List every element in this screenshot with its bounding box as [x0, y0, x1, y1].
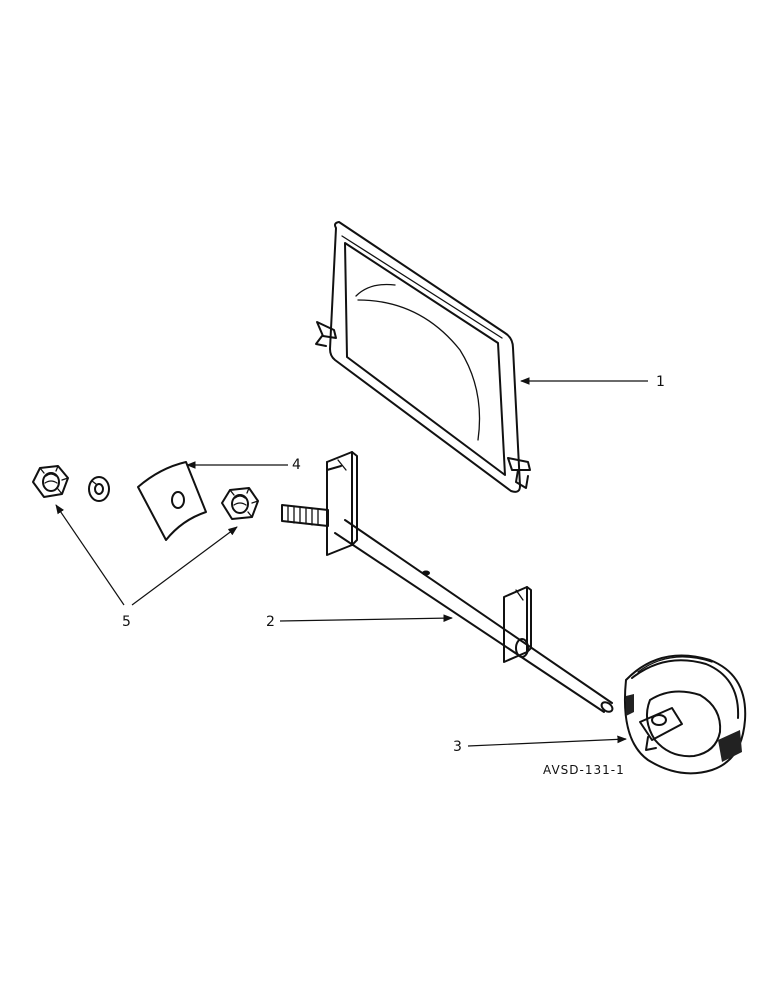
threaded-end: [281, 504, 329, 527]
drawing-code: AVSD-131-1: [543, 763, 625, 777]
spacer-plate: [137, 461, 207, 541]
leader-2: [279, 614, 453, 622]
leader-3: [467, 735, 627, 747]
bracket-right: [503, 586, 532, 663]
leader-5a: [55, 504, 125, 606]
mounting-rod: [281, 451, 614, 713]
bracket-left: [326, 451, 358, 556]
wing-nut-right: [507, 457, 531, 489]
leader-lines: [55, 377, 648, 747]
lock-washer: [88, 476, 110, 502]
wing-nut-left: [315, 321, 337, 347]
hex-nut-right: [221, 487, 259, 520]
leader-5b: [131, 526, 238, 606]
callout-4: 4: [292, 457, 301, 473]
callout-3: 3: [453, 739, 462, 755]
round-mirror: [623, 654, 747, 775]
mirror-clamp: [639, 707, 683, 751]
mirror-frame: [315, 221, 531, 493]
callout-1: 1: [656, 374, 665, 390]
callout-2: 2: [266, 614, 275, 630]
callout-5: 5: [122, 614, 131, 630]
hex-nut-left: [32, 465, 69, 498]
